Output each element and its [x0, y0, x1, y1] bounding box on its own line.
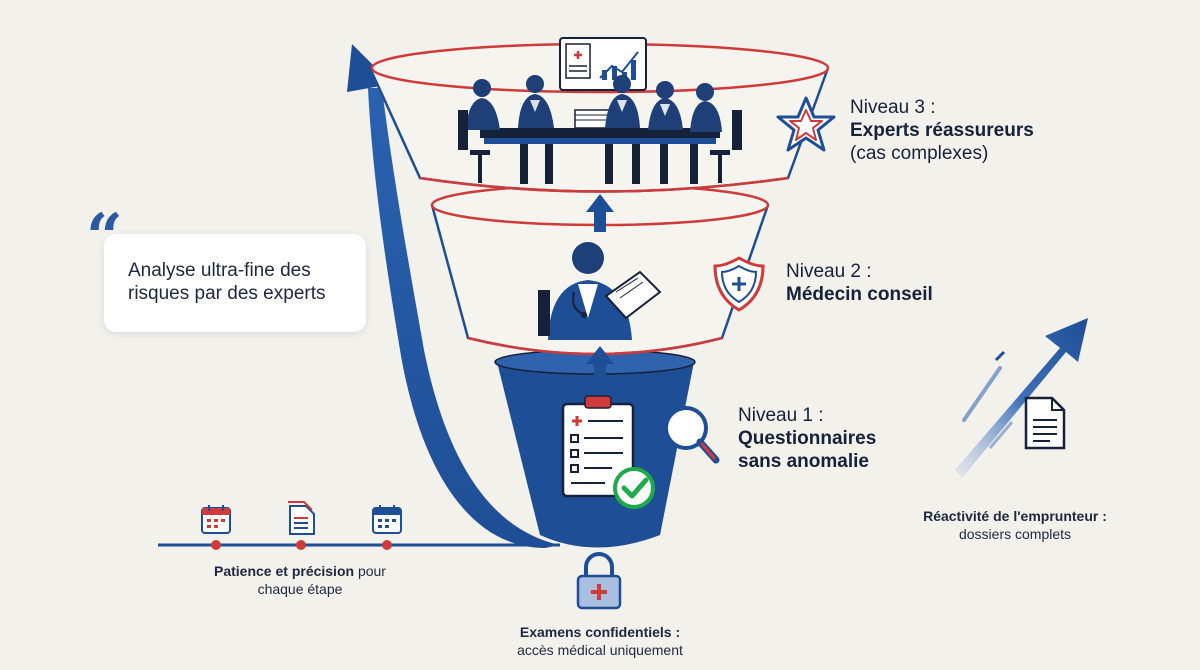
timeline	[158, 501, 560, 550]
magnifier-icon	[664, 406, 720, 464]
timeline-dot	[211, 540, 221, 550]
document-icon	[1024, 396, 1066, 450]
star-icon	[776, 96, 836, 152]
timeline-caption-bold: Patience et précision	[214, 563, 355, 579]
calendar-icon	[372, 505, 402, 534]
level-2-label: Niveau 2 : Médecin conseil	[786, 261, 933, 307]
timeline-dot	[296, 540, 306, 550]
exams-subtitle: accès médical uniquement	[517, 642, 683, 659]
shield-cross-icon	[713, 256, 765, 312]
level-3-title: Experts réassureurs	[850, 119, 1034, 141]
padlock-icon	[576, 552, 622, 610]
timeline-dot	[382, 540, 392, 550]
level-3-label: Niveau 3 : Experts réassureurs (cas comp…	[850, 97, 1034, 165]
level-3-number: Niveau 3 :	[850, 97, 936, 118]
level-1-title: Questionnaires	[738, 427, 877, 449]
clipboard-icon	[561, 395, 635, 498]
green-check-icon	[613, 467, 655, 509]
experts-meeting-illustration	[458, 37, 742, 184]
chart-screen-icon	[559, 37, 647, 91]
level-1-label: Niveau 1 : Questionnaires sans anomalie	[738, 405, 876, 473]
rising-arrow-icon	[955, 318, 1088, 478]
quote-text: Analyse ultra-fine des risques par des e…	[128, 260, 326, 304]
reactivity-subtitle: dossiers complets	[958, 526, 1072, 543]
level-1-detail: sans anomalie	[738, 450, 869, 472]
level-2-title: Médecin conseil	[786, 283, 933, 305]
up-arrow-icon	[586, 346, 614, 382]
reactivity-caption: Réactivité de l'emprunteur : dossiers co…	[890, 507, 1140, 543]
exams-title: Examens confidentiels :	[519, 624, 681, 640]
reactivity-title: Réactivité de l'emprunteur :	[923, 508, 1107, 524]
level-3-detail: (cas complexes)	[850, 142, 989, 164]
quote-card: Analyse ultra-fine des risques par des e…	[104, 234, 366, 332]
level-1-number: Niveau 1 :	[738, 405, 824, 426]
timeline-caption-rest: pour	[354, 563, 386, 579]
document-icon	[288, 501, 315, 535]
exams-caption: Examens confidentiels : accès médical un…	[470, 623, 730, 659]
timeline-caption-line2: chaque étape	[257, 581, 343, 598]
doctor-illustration	[538, 242, 662, 340]
timeline-caption: Patience et précision pour chaque étape	[180, 562, 420, 598]
calendar-icon	[201, 505, 231, 534]
up-arrow-icon	[586, 194, 614, 232]
level-2-number: Niveau 2 :	[786, 261, 872, 282]
